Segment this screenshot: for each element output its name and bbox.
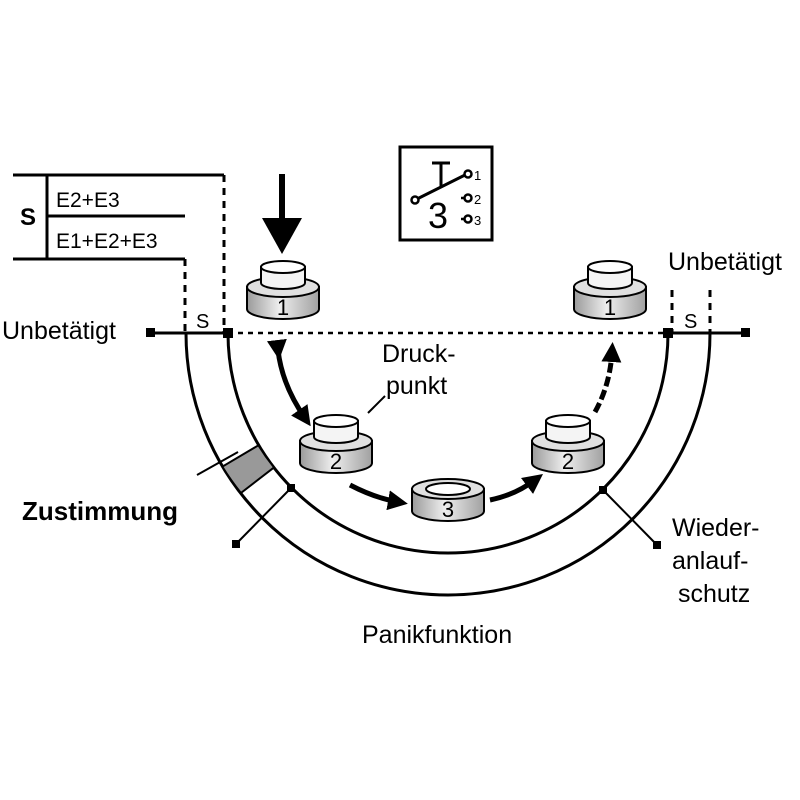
button-state-1: 1 <box>246 260 320 320</box>
button-state-4: 2 <box>531 414 605 474</box>
legend-row-e2-e3: E2+E3 <box>56 189 120 212</box>
button-position-label: 2 <box>562 449 574 474</box>
label-zustimmung: Zustimmung <box>22 496 178 526</box>
button-position-label: 1 <box>277 295 289 320</box>
button-position-label: 3 <box>442 497 454 522</box>
travel-arcs <box>146 290 750 597</box>
button-position-label: 1 <box>604 295 616 320</box>
label-druckpunkt-2: punkt <box>386 372 447 400</box>
label-druckpunkt-1: Druck- <box>382 340 456 368</box>
label-unbetaetigt-right: Unbetätigt <box>668 248 782 276</box>
contact-1: 1 <box>474 168 481 183</box>
label-wiederanlaufschutz-1: Wieder- <box>672 514 760 542</box>
label-wiederanlaufschutz-3: schutz <box>678 580 750 608</box>
label-s-left: S <box>196 311 209 333</box>
press-arrow-icon <box>262 218 302 254</box>
button-state-3: 3 <box>411 478 485 522</box>
button-state-2: 2 <box>299 414 373 474</box>
motion-arrows <box>262 174 622 511</box>
legend-row-header: S <box>20 204 36 231</box>
label-unbetaetigt-left: Unbetätigt <box>2 317 116 345</box>
contact-2: 2 <box>474 192 481 207</box>
switch-number: 3 <box>428 195 448 236</box>
legend-table: S E2+E3 E1+E2+E3 <box>13 173 226 333</box>
contact-3: 3 <box>474 213 481 228</box>
button-states: 1 2 3 2 1 <box>246 260 647 522</box>
label-panikfunktion: Panikfunktion <box>362 621 512 649</box>
button-position-label: 2 <box>330 449 342 474</box>
zustimmung-band <box>220 443 276 495</box>
three-position-switch-icon: 3 1 2 3 <box>398 145 494 242</box>
button-state-5: 1 <box>573 260 647 320</box>
label-s-right: S <box>684 311 697 333</box>
label-wiederanlaufschutz-2: anlauf- <box>672 547 748 575</box>
legend-row-e1-e2-e3: E1+E2+E3 <box>56 230 158 253</box>
